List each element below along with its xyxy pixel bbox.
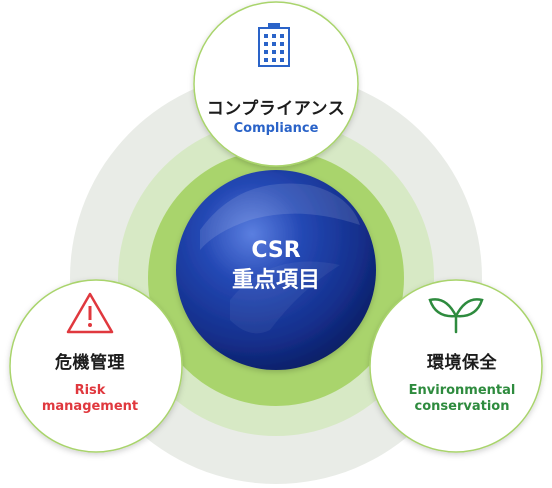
risk-title: 危機管理 — [55, 353, 125, 373]
risk-subtitle-line2: management — [41, 399, 139, 414]
environment-circle — [369, 279, 543, 453]
building-icon — [258, 23, 290, 67]
risk-subtitle: Risk management — [0, 383, 180, 415]
compliance-circle — [193, 1, 359, 167]
risk-circle — [9, 279, 183, 453]
compliance-title: コンプライアンス — [206, 99, 346, 119]
environment-title: 環境保全 — [427, 353, 497, 373]
environment-subtitle: Environmental conservation — [372, 383, 552, 415]
compliance-subtitle: Compliance — [233, 121, 319, 136]
center-line2: 重点項目 — [231, 268, 320, 293]
sphere-swirl — [230, 261, 340, 334]
center-line1: CSR — [251, 238, 301, 263]
risk-subtitle-line1: Risk — [74, 383, 106, 398]
environment-subtitle-line1: Environmental — [408, 383, 516, 398]
warning-icon — [66, 292, 114, 334]
environment-subtitle-line2: conservation — [414, 399, 510, 414]
sphere-highlight — [200, 183, 360, 250]
center-sphere — [176, 170, 376, 370]
center-label: CSR 重点項目 — [176, 236, 376, 296]
sprout-icon — [428, 298, 484, 334]
